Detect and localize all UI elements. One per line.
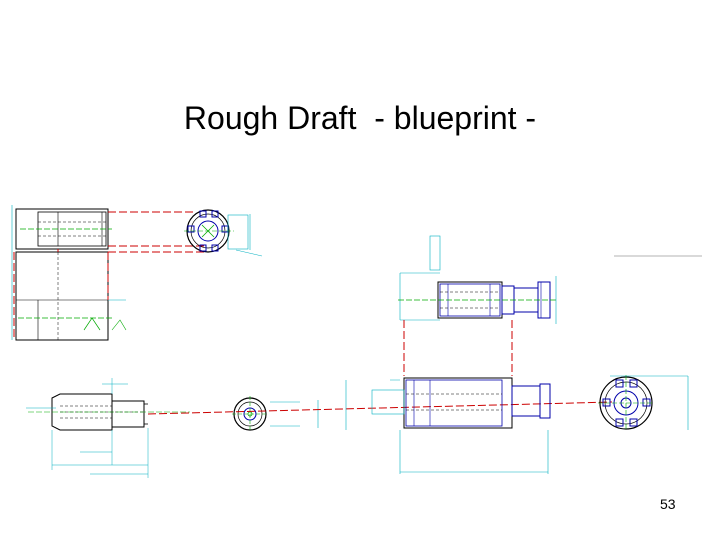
top-left-end-view xyxy=(184,209,263,257)
right-lower-front-view xyxy=(345,377,551,474)
projection-lines-right xyxy=(403,320,513,376)
projection-lines-top xyxy=(13,211,206,340)
right-upper-front-view xyxy=(398,235,557,324)
top-left-front-view xyxy=(11,205,127,341)
slide-title: Rough Draft - blueprint - xyxy=(183,100,537,136)
small-end-view xyxy=(232,396,319,432)
projection-line-lower xyxy=(147,401,613,415)
lower-left-section-view xyxy=(26,378,190,478)
right-end-view xyxy=(598,375,689,431)
page-number: 53 xyxy=(660,496,676,512)
